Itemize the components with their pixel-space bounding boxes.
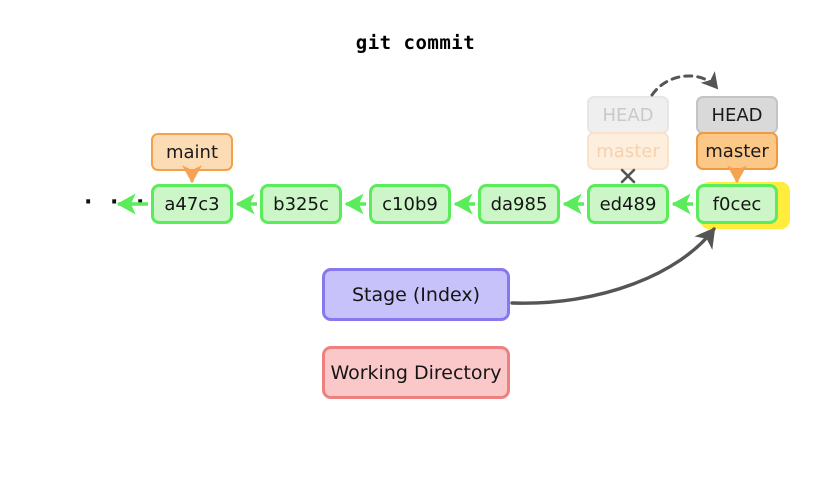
- head-label[interactable]: HEAD: [696, 96, 778, 134]
- ghost-branch-label-master: master: [587, 132, 669, 170]
- head-move-dashed-arrow: [650, 71, 719, 97]
- page-title: git commit: [355, 32, 476, 54]
- commit-node-f0cec[interactable]: f0cec: [696, 184, 778, 224]
- branch-label-master[interactable]: master: [696, 132, 778, 170]
- history-ellipsis: · · ·: [84, 190, 150, 215]
- stage-index-box[interactable]: Stage (Index): [322, 268, 510, 321]
- working-directory-box[interactable]: Working Directory: [322, 346, 510, 399]
- removed-ref-x-icon: [620, 168, 636, 184]
- commit-node-ed489[interactable]: ed489: [587, 184, 669, 224]
- commit-node-b325c[interactable]: b325c: [260, 184, 342, 224]
- branch-label-maint[interactable]: maint: [151, 133, 233, 171]
- stage-to-commit-arrow: [510, 227, 716, 305]
- ghost-head-label: HEAD: [587, 96, 669, 134]
- commit-node-c10b9[interactable]: c10b9: [369, 184, 451, 224]
- commit-node-a47c3[interactable]: a47c3: [151, 184, 233, 224]
- commit-node-da985[interactable]: da985: [478, 184, 560, 224]
